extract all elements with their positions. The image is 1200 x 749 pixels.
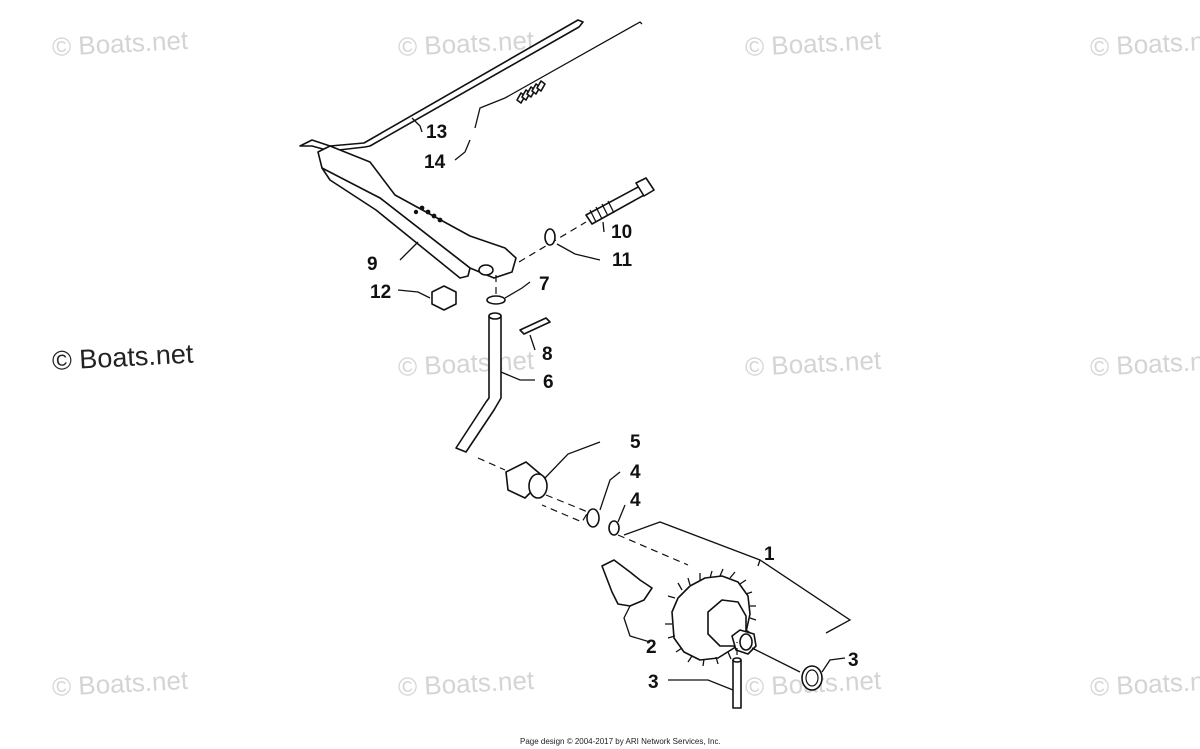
callout-14: 13 bbox=[426, 122, 447, 143]
callout-4-lower: 3 bbox=[848, 650, 859, 671]
callout-13: 12 bbox=[370, 282, 391, 303]
part-3-pin[interactable] bbox=[668, 642, 742, 709]
part-5-small-bushing[interactable] bbox=[608, 504, 626, 536]
part-10-lever-arm[interactable] bbox=[317, 145, 517, 279]
callout-labels: 13 14 10 9 11 7 12 8 6 5 4 4 1 2 3 3 bbox=[367, 122, 859, 693]
callout-10: 9 bbox=[367, 254, 378, 275]
part-4-washer-lower[interactable] bbox=[801, 657, 846, 691]
part-9-cotter-pin[interactable] bbox=[519, 317, 551, 351]
callout-6: 5 bbox=[630, 432, 641, 453]
callout-15: 14 bbox=[424, 152, 446, 173]
part-15-spring-rod[interactable] bbox=[454, 21, 643, 161]
part-11-bolt[interactable] bbox=[518, 177, 655, 263]
callout-2: 2 bbox=[646, 637, 657, 658]
footer-copyright: Page design © 2004-2017 by ARI Network S… bbox=[520, 737, 721, 746]
callout-5: 4 bbox=[630, 490, 641, 511]
callout-1: 1 bbox=[764, 544, 775, 565]
callout-7: 6 bbox=[543, 372, 554, 393]
callout-9: 8 bbox=[542, 344, 553, 365]
part-6-bushing[interactable] bbox=[477, 441, 601, 523]
part-8-washer[interactable] bbox=[486, 275, 531, 305]
callout-8: 7 bbox=[539, 274, 550, 295]
callout-3: 3 bbox=[648, 672, 659, 693]
part-1-bracket bbox=[617, 521, 852, 634]
part-12-washer[interactable] bbox=[544, 228, 601, 261]
callout-12: 11 bbox=[612, 250, 633, 271]
part-2-lever-plate[interactable] bbox=[601, 559, 653, 643]
part-1-gear[interactable] bbox=[665, 568, 801, 673]
part-7-shaft[interactable] bbox=[455, 312, 535, 453]
part-4-washer-upper[interactable] bbox=[586, 471, 621, 528]
callout-4-upper: 4 bbox=[630, 462, 641, 483]
callout-11: 10 bbox=[611, 222, 632, 243]
part-13-nut[interactable] bbox=[397, 285, 457, 311]
